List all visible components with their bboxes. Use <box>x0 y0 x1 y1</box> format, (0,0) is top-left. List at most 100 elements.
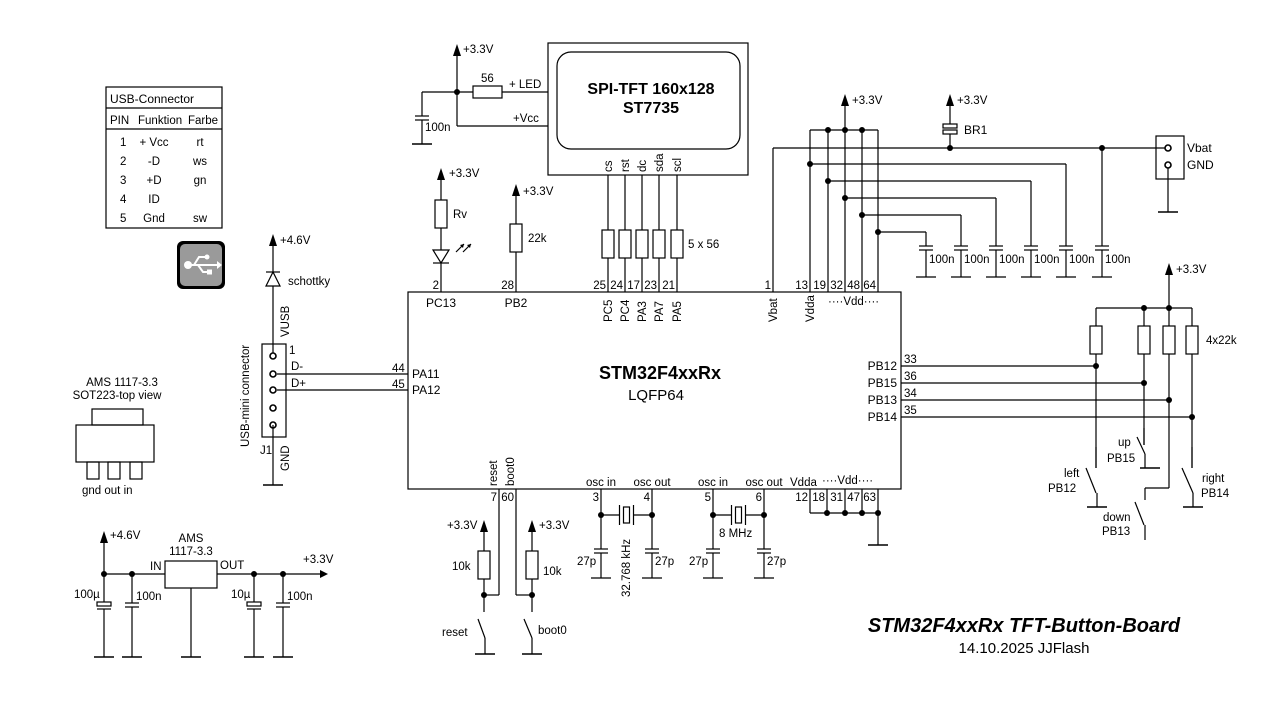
pb2-pullup: +3.3V 22k <box>509 184 554 292</box>
crystal-2-label: 8 MHz <box>719 528 752 540</box>
pin-number: 44 <box>392 363 405 375</box>
pin-number: 47 <box>847 492 860 504</box>
usb-table-color: ws <box>192 156 207 168</box>
vusb-label: VUSB <box>280 305 292 337</box>
pin-label: PA7 <box>654 301 666 322</box>
supply-label: +3.3V <box>852 95 883 107</box>
pin-number: 17 <box>627 280 640 292</box>
connector-pin <box>269 404 277 412</box>
spi-series-resistors: 5 x 56 <box>601 175 719 292</box>
cap-value: 100n <box>425 122 451 134</box>
cap-value: 100n <box>964 254 990 266</box>
pin-number: 45 <box>392 379 405 391</box>
button-up-pin: PB15 <box>1107 453 1135 465</box>
cap-value: 100n <box>287 591 313 603</box>
pin-number: 31 <box>830 492 843 504</box>
cap-value: 27p <box>655 556 674 568</box>
supply-label: +3.3V <box>447 520 478 532</box>
usb-table-color: sw <box>193 213 208 225</box>
pin-number: 19 <box>813 280 826 292</box>
resistor <box>618 229 632 259</box>
pin-number: 35 <box>904 405 917 417</box>
sot223-package: AMS 1117-3.3 SOT223-top view gnd out in <box>73 377 163 497</box>
pin-number: 21 <box>662 280 675 292</box>
regulator-in: IN <box>150 561 162 573</box>
pin-number: 36 <box>904 371 917 383</box>
pin-label: Vdda <box>805 295 817 322</box>
crystal-1-label: 32.768 kHz <box>621 539 633 597</box>
pin-label: osc in <box>586 477 616 489</box>
button-up-label: up <box>1118 437 1131 449</box>
pin-label: PA11 <box>412 367 440 381</box>
cap-value: 10µ <box>231 589 251 601</box>
pin-label: PB14 <box>868 410 898 424</box>
reset-boot-circuit: +3.3V 10k reset +3.3V 10k boot0 <box>442 489 570 655</box>
bottom-vdd-ground <box>809 489 889 546</box>
cap-value: 100n <box>1069 254 1095 266</box>
tft-pin-label: sda <box>654 153 666 172</box>
connector-pin <box>269 386 277 394</box>
pin-number: 23 <box>644 280 657 292</box>
pin-number: 25 <box>593 280 606 292</box>
resistor <box>1089 325 1103 355</box>
button-left-pin: PB12 <box>1048 483 1076 495</box>
usb-table-color: rt <box>196 137 204 149</box>
usb-table-pin: 2 <box>120 156 126 168</box>
cap-value: 100n <box>929 254 955 266</box>
pin-number: 64 <box>863 280 876 292</box>
usb-table-function: Gnd <box>143 213 165 225</box>
cap-value: 100µ <box>74 589 100 601</box>
pin-number: 12 <box>795 492 808 504</box>
vbat-connector: Vbat GND <box>1155 135 1214 213</box>
usb-table-pin: 4 <box>120 194 127 206</box>
supply-label: +3.3V <box>957 95 988 107</box>
boot-switch-label: boot0 <box>538 625 567 637</box>
pin-label: PC4 <box>620 299 632 322</box>
usb-table-header: PIN <box>110 115 129 127</box>
pin1-label: 1 <box>289 345 295 357</box>
pin-label: PC5 <box>603 300 615 322</box>
usb-table-pin: 1 <box>120 137 126 149</box>
usb-table-header: Farbe <box>188 115 218 127</box>
connector-pin <box>269 370 277 378</box>
pin-label: osc out <box>633 477 671 489</box>
pin-number: 60 <box>501 492 514 504</box>
usb-table-pin: 5 <box>120 213 126 225</box>
cap-value: 100n <box>999 254 1025 266</box>
pin-label: PB12 <box>868 359 898 373</box>
pullup-label: 4x22k <box>1206 335 1237 347</box>
pin-label: PA3 <box>637 301 649 322</box>
supply-label: +4.6V <box>110 530 141 542</box>
pin-number: 63 <box>863 492 876 504</box>
cap-value: 100n <box>136 591 162 603</box>
resistor <box>652 229 666 259</box>
board-title: STM32F4xxRx TFT-Button-Board <box>868 615 1181 637</box>
connector-pin <box>269 352 277 360</box>
vdd-label-bottom: ····Vdd···· <box>822 475 873 487</box>
button-left-label: left <box>1064 468 1080 480</box>
pin-label: Vdda <box>790 477 817 489</box>
title-block: STM32F4xxRx TFT-Button-Board 14.10.2025 … <box>868 615 1181 657</box>
usb-table-title: USB-Connector <box>110 92 194 106</box>
status-led-circuit: +3.3V Rv <box>431 168 480 292</box>
supply-label: +3.3V <box>303 554 334 566</box>
resistor <box>1185 325 1199 355</box>
cap-value: 27p <box>689 556 708 568</box>
cap-value: 27p <box>577 556 596 568</box>
supply-label: +3.3V <box>463 44 494 56</box>
voltage-regulator: +4.6V AMS 1117-3.3 IN OUT +3.3V 100µ 100… <box>74 530 334 658</box>
tft-pin-label: dc <box>637 160 649 172</box>
supply-label: +4.6V <box>280 235 311 247</box>
tft-title: SPI-TFT 160x128 <box>587 81 714 98</box>
pin-label: PB15 <box>868 376 898 390</box>
button-circuit: +3.3V 4x22k up PB15 left PB12 down PB13 … <box>1048 263 1237 540</box>
vdd-label-top: ····Vdd···· <box>828 296 879 308</box>
connector-name: USB-mini connector <box>240 345 252 447</box>
usb-table-pin: 3 <box>120 175 126 187</box>
pin-label: PC13 <box>426 296 456 310</box>
tft-pin-label: cs <box>603 160 615 172</box>
mcu-name: STM32F4xxRx <box>599 363 721 383</box>
pin-label: osc in <box>698 477 728 489</box>
tft-controller: ST7735 <box>623 100 679 117</box>
